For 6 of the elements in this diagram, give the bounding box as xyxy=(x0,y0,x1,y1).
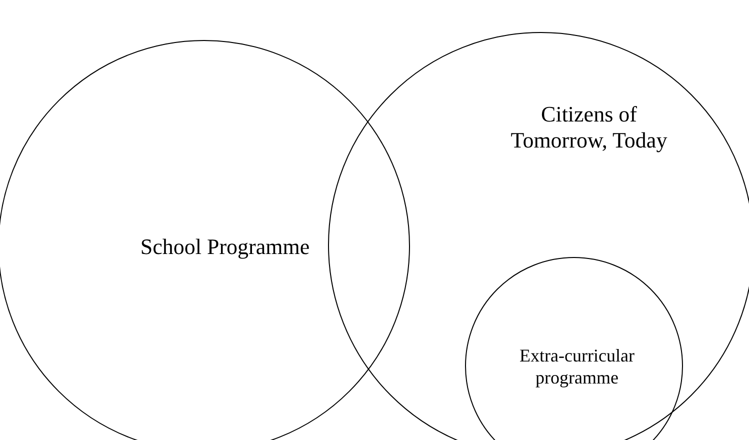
circle-label: Citizens of Tomorrow, Today xyxy=(510,102,668,154)
circle-label: Extra-curricular programme xyxy=(518,345,636,389)
circle xyxy=(0,40,410,440)
circle xyxy=(328,32,749,440)
circle-label: School Programme xyxy=(139,234,311,260)
circle xyxy=(465,257,683,440)
